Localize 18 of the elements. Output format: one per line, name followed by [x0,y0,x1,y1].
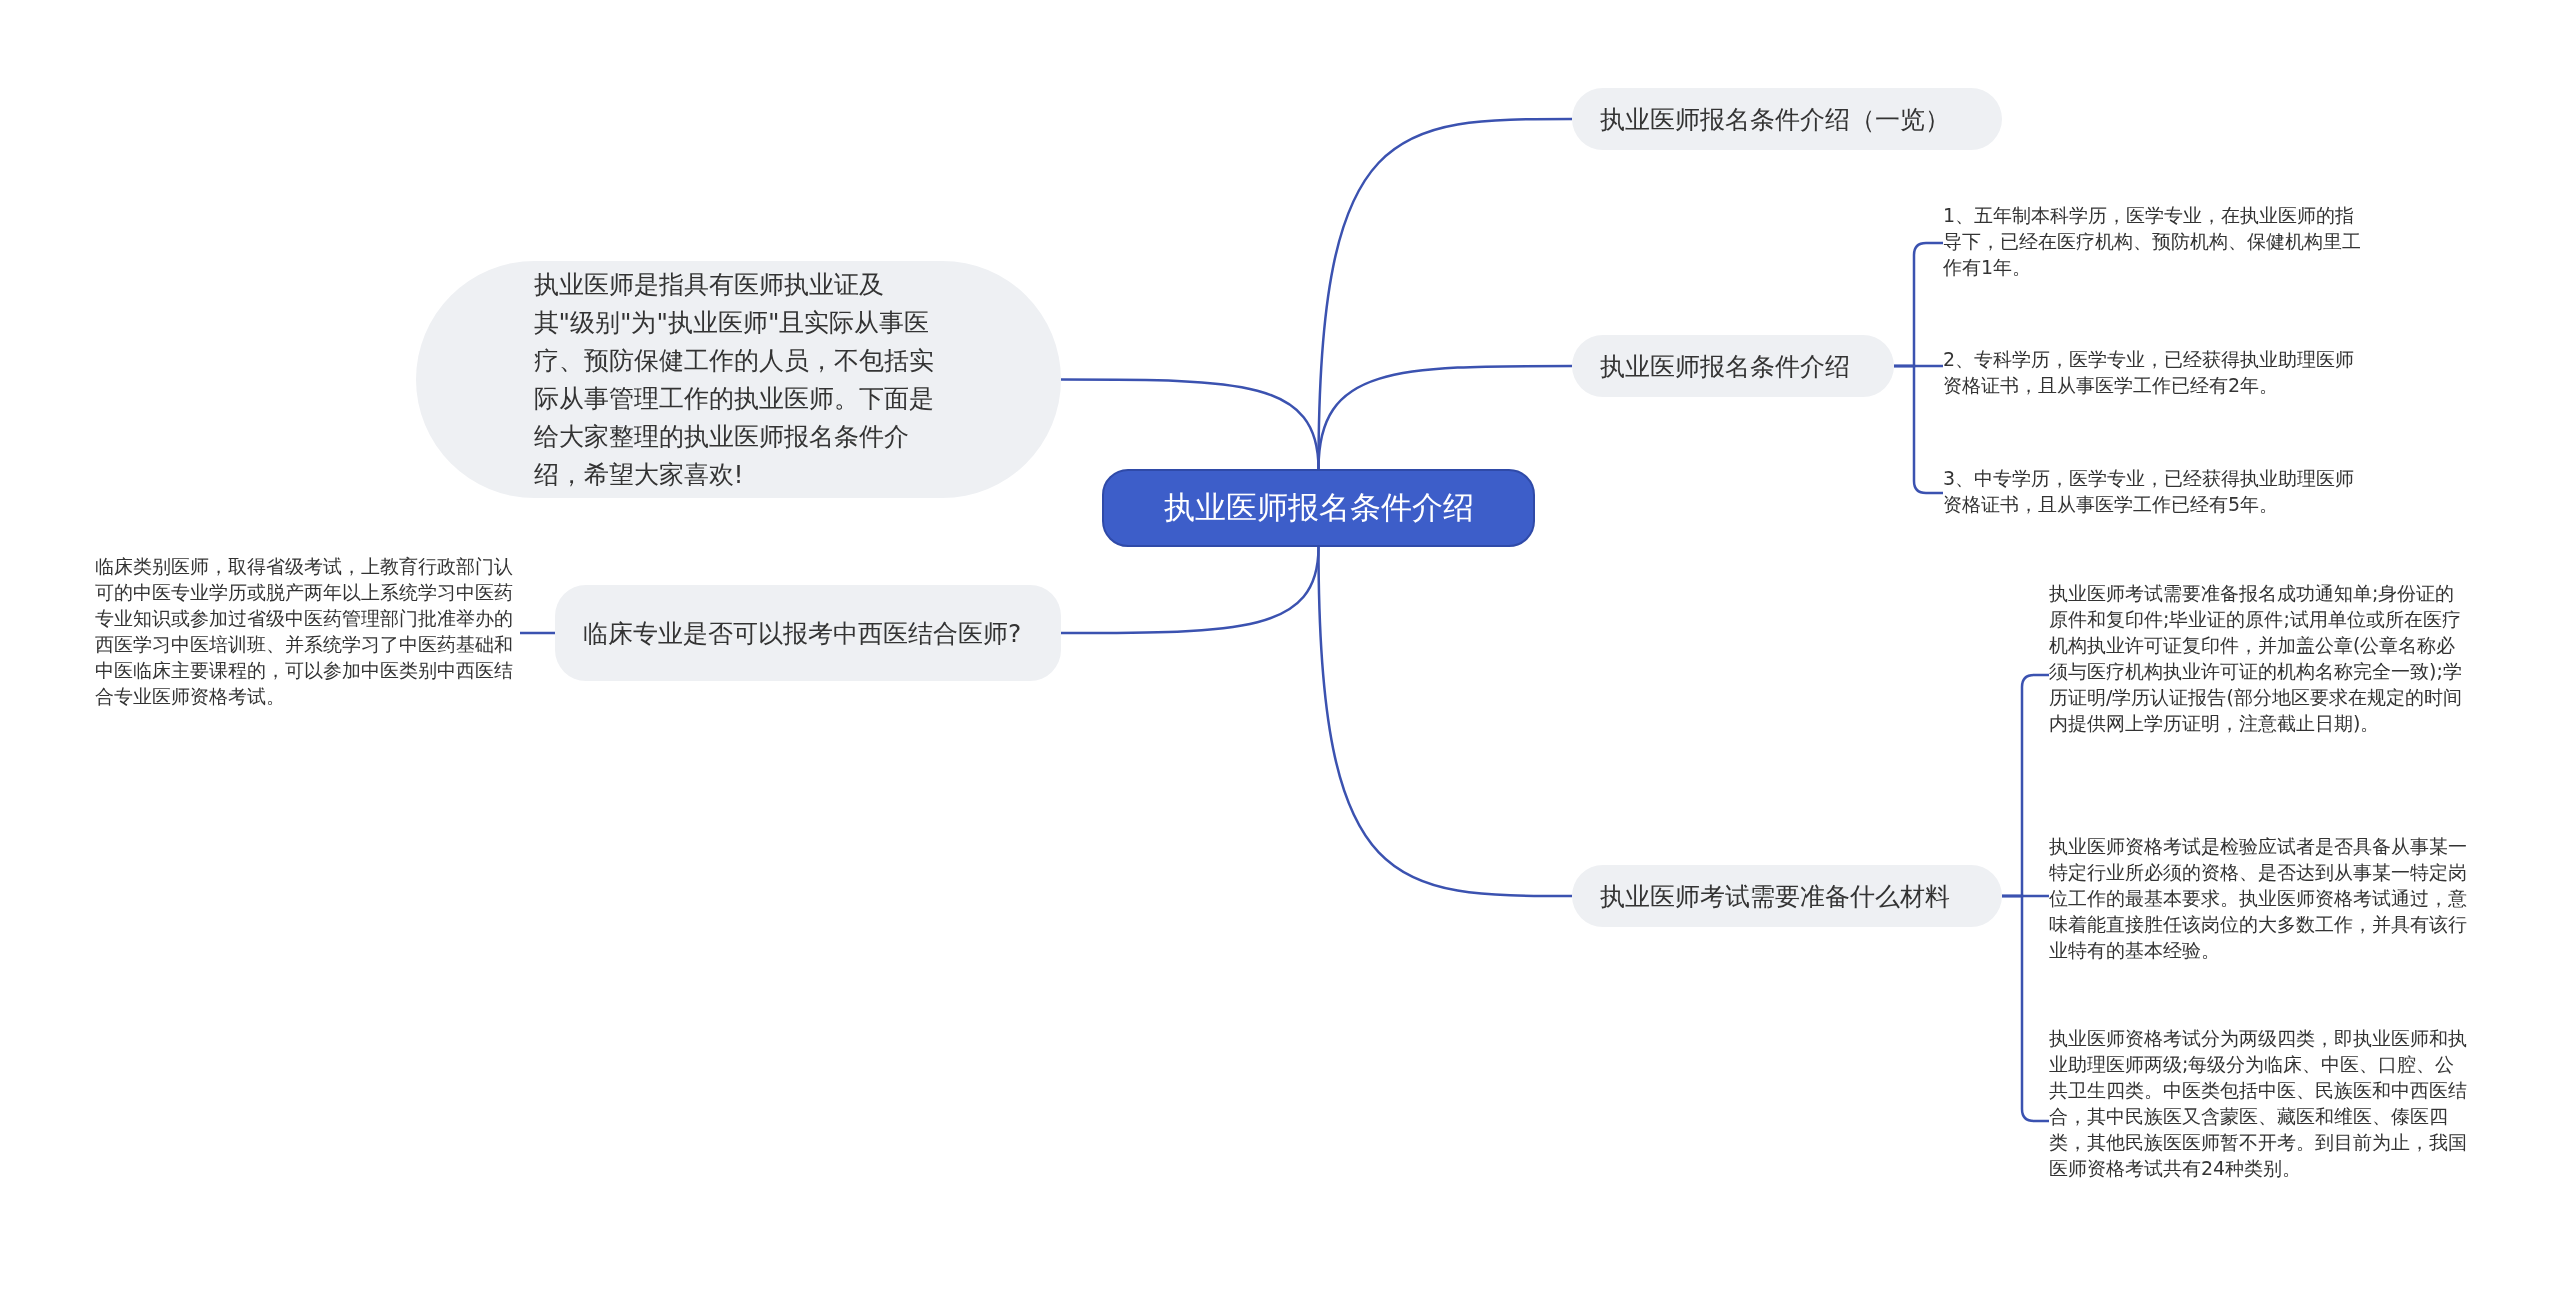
topic-text: 执业医师报名条件介绍 [1600,350,1850,383]
note-text: 临床类别医师，取得省级考试，上教育行政部门认可的中医专业学历或脱产两年以上系统学习中医药专业知识或参加过省级中医药管理部门批准举办的西医学习中医培训班、并系统学习了中医药基础和中医临床主要课程的，可以参加中医类别中西医结合专业医师资格考试。 [95,553,520,717]
note-text: 2、专科学历，医学专业，已经获得执业助理医师资格证书，且从事医学工作已经有2年。 [1943,346,2373,402]
connector-line [1317,546,1572,898]
note-text: 1、五年制本科学历，医学专业，在执业医师的指导下，已经在医疗机构、预防机构、保健机构里工作有1年。 [1943,202,2373,284]
topic-text: 执业医师考试需要准备什么材料 [1600,880,1950,913]
central-topic [1102,469,1535,547]
connector-line [1317,364,1572,470]
note-text: 3、中专学历，医学专业，已经获得执业助理医师资格证书，且从事医学工作已经有5年。 [1943,465,2373,521]
topic-text: 临床专业是否可以报考中西医结合医师? [583,617,1022,650]
topic-text: 执业医师报名条件介绍 [1163,488,1474,527]
note-text: 执业医师资格考试是检验应试者是否具备从事某一特定行业所必须的资格、是否达到从事某一特定岗位工作的最基本要求。执业医师资格考试通过，意味着能直接胜任该岗位的大多数工作，并具有该行业特有的基本经验。 [2049,833,2469,967]
topic-text: 执业医师是指具有医师执业证及其"级别"为"执业医师"且实际从事医疗、预防保健工作的人员，不包括实际从事管理工作的执业医师。下面是给大家整理的执业医师报名条件介绍，希望大家喜欢! [533,268,935,491]
topic-pill [555,585,1061,681]
topic-text: 执业医师报名条件介绍（一览） [1600,103,1950,136]
connector-line [520,631,555,635]
note-text: 执业医师资格考试分为两级四类，即执业医师和执业助理医师两级;每级分为临床、中医、口腔、公共卫生四类。中医类包括中医、民族医和中西医结合，其中民族医又含蒙医、藏医和维医、傣医四类，其他民族医医师暂不开考。到目前为止，我国医师资格考试共有24种类别。 [2049,1025,2469,1217]
note-text: 执业医师考试需要准备报名成功通知单;身份证的原件和复印件;毕业证的原件;试用单位或所在医疗机构执业许可证复印件，并加盖公章(公章名称必须与医疗机构执业许可证的机构名称完全一致);学历证明/学历认证报告(部分地区要求在规定的时间内提供网上学历证明，注意截止日期)。 [2049,580,2469,770]
